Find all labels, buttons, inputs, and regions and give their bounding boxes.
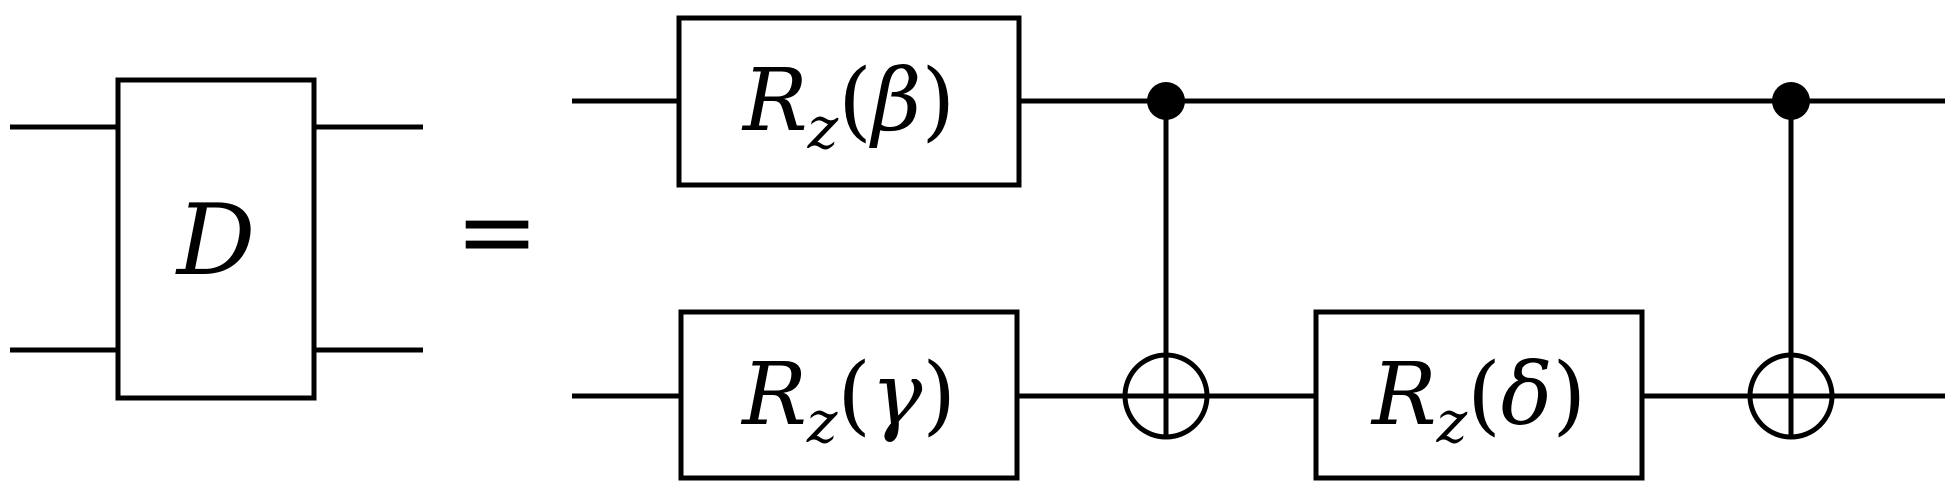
cnot-1-control-dot bbox=[1147, 82, 1185, 120]
rz-beta-sub: z bbox=[807, 94, 839, 162]
rz-gamma-close-paren: ) bbox=[922, 345, 956, 445]
rz-gamma-op: R bbox=[740, 345, 807, 445]
rz-beta-label: Rz(β) bbox=[741, 51, 955, 162]
cnot-1-target-ring bbox=[1122, 352, 1210, 440]
rz-gamma-box bbox=[678, 309, 1020, 481]
rz-beta-close-paren: ) bbox=[922, 51, 956, 151]
rz-beta-box bbox=[676, 15, 1022, 188]
cnot-2-target-ring bbox=[1747, 352, 1835, 440]
rz-gamma-label: Rz(γ) bbox=[740, 345, 956, 456]
cnot-2-control-dot bbox=[1772, 82, 1810, 120]
rz-delta-gate: Rz(δ) bbox=[1313, 309, 1645, 481]
rz-delta-box bbox=[1313, 309, 1645, 481]
rz-beta-op: R bbox=[741, 51, 808, 151]
rz-gamma-sub: z bbox=[806, 388, 838, 456]
rz-gamma-open-paren: ( bbox=[837, 345, 871, 445]
rz-beta-gate: Rz(β) bbox=[676, 15, 1022, 188]
rz-delta-op: R bbox=[1370, 345, 1437, 445]
equals-sign: = bbox=[455, 173, 539, 290]
rz-beta-open-paren: ( bbox=[838, 51, 872, 151]
rz-delta-label: Rz(δ) bbox=[1370, 345, 1586, 456]
d-gate-label: D bbox=[175, 184, 256, 298]
cnot-2 bbox=[1747, 82, 1835, 440]
rz-beta-param: β bbox=[869, 51, 922, 151]
rz-delta-sub: z bbox=[1436, 388, 1468, 456]
rz-delta-open-paren: ( bbox=[1467, 345, 1501, 445]
cnot-1 bbox=[1122, 82, 1210, 440]
rz-gamma-param: γ bbox=[871, 345, 923, 445]
rz-gamma-gate: Rz(γ) bbox=[678, 309, 1020, 481]
d-gate-box bbox=[115, 77, 317, 401]
lhs-d-gate-group: D bbox=[10, 77, 423, 401]
rz-delta-param: δ bbox=[1501, 345, 1553, 445]
rz-delta-close-paren: ) bbox=[1553, 345, 1587, 445]
